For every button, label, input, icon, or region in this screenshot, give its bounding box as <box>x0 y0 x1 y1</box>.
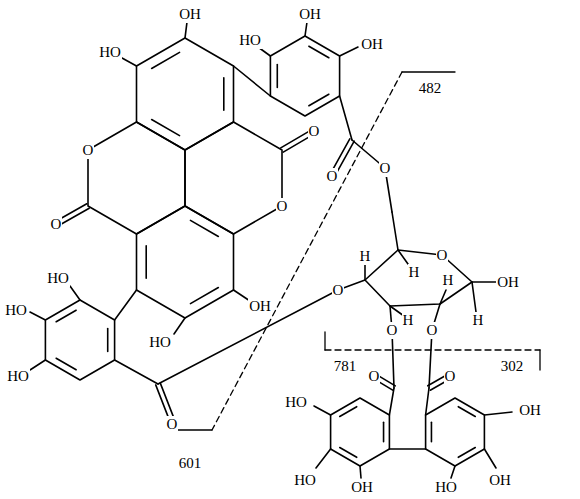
double-bond <box>152 120 180 136</box>
atom-label: O <box>379 160 392 177</box>
atom-label: OH <box>298 6 322 23</box>
atom-label: H <box>359 248 372 265</box>
atom-label: HO <box>434 479 458 496</box>
double-bond <box>190 288 218 304</box>
double-bond <box>276 64 278 87</box>
atom-label: H <box>472 312 485 329</box>
atom-label: HO <box>46 270 70 287</box>
atom-label: H <box>442 272 455 289</box>
double-bond <box>107 328 109 351</box>
atom-label: O <box>276 198 289 215</box>
atom-label: O <box>82 142 95 159</box>
atom-label: O <box>166 416 179 433</box>
atom-label: OH <box>350 479 374 496</box>
double-bond <box>190 220 218 236</box>
atom-label: O <box>368 368 381 385</box>
atom-label: OH <box>488 472 512 489</box>
atom-label: O <box>326 168 339 185</box>
atom-label: OH <box>360 36 384 53</box>
fragment-mass: 601 <box>178 455 203 472</box>
atom-label: O <box>332 282 345 299</box>
fragment-mass: 482 <box>418 80 443 97</box>
atom-label: OH <box>248 298 272 315</box>
atom-label: OH <box>496 274 520 291</box>
double-bond <box>340 407 357 417</box>
double-bond <box>152 52 180 68</box>
atom-label: HO <box>148 334 172 351</box>
atom-label: O <box>436 247 449 264</box>
atom-label: O <box>426 322 439 339</box>
double-bond <box>56 358 76 370</box>
fragment-mass: 781 <box>333 358 358 375</box>
aromatic-double-bonds <box>56 46 475 457</box>
atom-label: O <box>50 216 63 233</box>
atom-label: HO <box>98 44 122 61</box>
atom-label: O <box>444 368 457 385</box>
atom-label: HO <box>293 472 317 489</box>
double-bond <box>458 448 475 458</box>
atom-label: H <box>402 312 415 329</box>
atom-label: HO <box>238 32 262 49</box>
ring-bonds <box>45 36 484 466</box>
double-bond <box>431 422 433 442</box>
double-bond <box>145 246 147 278</box>
atom-label: OH <box>178 6 202 23</box>
atom-label: HO <box>4 302 28 319</box>
double-bond <box>56 310 76 322</box>
fragment-mass: 302 <box>500 358 525 375</box>
fragmentation-lines <box>170 72 540 430</box>
double-bond <box>458 407 475 417</box>
substituent-bonds <box>30 22 512 478</box>
double-bond <box>223 78 225 110</box>
double-bond <box>309 46 329 58</box>
atom-label: HO <box>284 394 308 411</box>
atom-label: HO <box>6 368 30 385</box>
atom-label: H <box>408 264 421 281</box>
atom-label: OH <box>518 402 542 419</box>
atom-label: O <box>308 123 321 140</box>
double-bond <box>383 422 385 442</box>
double-bond <box>340 448 357 458</box>
atom-label: O <box>386 322 399 339</box>
double-bond <box>309 94 329 106</box>
